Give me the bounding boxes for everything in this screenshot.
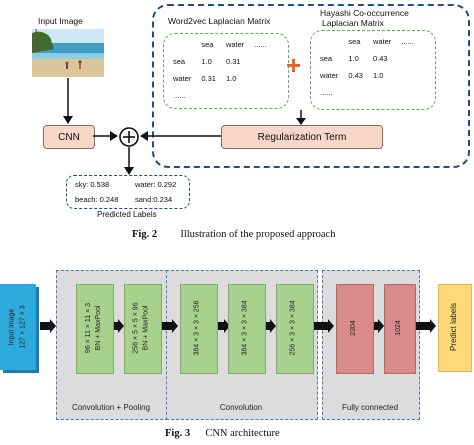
- matrix-cell: sea: [201, 40, 214, 49]
- prediction-sky: sky: 0.538: [75, 180, 110, 189]
- matrix-cell: [368, 84, 396, 101]
- sum-circle-icon: [119, 127, 139, 147]
- prediction-beach: beach: 0.248: [75, 195, 119, 204]
- predict-labels-text: Predict labels: [449, 302, 458, 352]
- matrix-cell: [396, 84, 419, 101]
- fig2-caption-number: Fig. 2: [132, 229, 158, 240]
- matrix-cell: water: [372, 37, 392, 46]
- matrix-cell: 0.43: [348, 71, 363, 80]
- matrix-cell: 0.31: [225, 57, 241, 66]
- matrix-cell: [249, 87, 272, 104]
- conv-block-1-ops: BN + MaxPool: [95, 305, 102, 351]
- matrix-cell: water: [173, 74, 192, 83]
- conv-block-2-ops: BN + MaxPool: [143, 305, 150, 351]
- arrow-cnn-to-plus: [93, 131, 118, 141]
- arrow-matrices-to-reg: [296, 110, 306, 125]
- matrix-cell: [315, 33, 343, 50]
- predict-labels-block-label: Predict labels: [438, 284, 470, 370]
- arrow-reg-to-plus: [140, 131, 221, 141]
- matrix-cell: [221, 87, 249, 104]
- matrix-cell: sea: [320, 54, 333, 63]
- fc-block-1: [336, 284, 374, 374]
- matrix-cell: 0.43: [372, 54, 388, 63]
- word2vec-title: Word2vec Laplacian Matrix: [168, 16, 271, 26]
- hayashi-title-line1: Hayashi Co-occurrence: [320, 8, 409, 18]
- fig3-caption-number: Fig. 3: [165, 428, 191, 439]
- matrix-cell: [249, 53, 272, 70]
- arrow-image-to-cnn: [63, 78, 73, 124]
- conv-block-1-dims: 96 × 11 × 11 × 3: [85, 302, 92, 354]
- fig2-caption-text: Illustration of the proposed approach: [180, 229, 336, 240]
- word2vec-matrix: sea water ...... sea 1.0 0.31 water 0.31…: [163, 33, 289, 109]
- arrow-plus-to-predictions: [124, 147, 134, 175]
- matrix-cell: water: [225, 40, 245, 49]
- matrix-cell: 1.0: [348, 54, 359, 63]
- input-beach-image: [32, 29, 104, 77]
- predict-labels-block: [438, 284, 472, 372]
- regularization-label: Regularization Term: [257, 131, 347, 143]
- conv-block-2: [124, 284, 162, 374]
- matrix-cell: [396, 67, 419, 84]
- matrices-dashed-group: [152, 4, 470, 168]
- matrix-cell: 1.0: [372, 71, 384, 80]
- cnn-box: CNN: [43, 125, 95, 149]
- orange-plus-icon: +: [286, 50, 302, 80]
- conv-block-2-dims: 256 × 5 × 5 × 96: [133, 302, 140, 354]
- conv-block-3: [180, 284, 218, 374]
- fc-block-2-label: 1024: [384, 284, 414, 372]
- hayashi-title-line2: Laplacian Matrix: [322, 18, 384, 28]
- matrix-cell: 1.0: [225, 74, 237, 83]
- input-image-label: Input Image: [38, 16, 83, 26]
- matrix-cell: [196, 87, 221, 104]
- matrix-cell: ......: [320, 88, 333, 97]
- matrix-cell: sea: [348, 37, 361, 46]
- matrix-cell: 1.0: [201, 57, 212, 66]
- matrix-cell: water: [320, 71, 339, 80]
- matrix-cell: sea: [173, 57, 186, 66]
- conv-block-4-label: 384 × 3 × 3 × 384: [228, 284, 264, 372]
- fc-block-2: [384, 284, 416, 374]
- prediction-sand: sand:0.234: [135, 195, 173, 204]
- fc-block-1-label: 2304: [336, 284, 372, 372]
- group-label-conv: Convolution: [219, 403, 263, 412]
- fig3-caption: Fig. 3 CNN architecture: [165, 428, 280, 439]
- fc-block-2-size: 1024: [394, 320, 402, 336]
- conv-block-1: [76, 284, 114, 374]
- conv-block-3-dims: 384 × 3 × 3 × 256: [194, 300, 202, 356]
- matrix-cell: [249, 70, 272, 87]
- matrix-cell: ......: [254, 40, 267, 49]
- matrix-cell: [168, 36, 196, 53]
- fig3-caption-text: CNN architecture: [205, 428, 280, 439]
- conv-block-5-label: 256 × 3 × 3 × 384: [276, 284, 312, 372]
- group-label-conv-pool: Convolution + Pooling: [71, 403, 151, 412]
- conv-block-4-dims: 384 × 3 × 3 × 384: [242, 300, 250, 356]
- predictions-box: sky: 0.538 water: 0.292 beach: 0.248 san…: [66, 175, 190, 209]
- matrix-cell: [396, 50, 419, 67]
- group-label-fc: Fully connected: [341, 403, 399, 412]
- conv-block-3-label: 384 × 3 × 3 × 256: [180, 284, 216, 372]
- prediction-water: water: 0.292: [135, 180, 177, 189]
- conv-block-5-dims: 256 × 3 × 3 × 384: [290, 300, 298, 356]
- matrix-cell: 0.31: [201, 74, 216, 83]
- conv-block-4: [228, 284, 266, 374]
- matrix-cell: ......: [401, 37, 414, 46]
- predicted-labels-caption: Predicted Labels: [97, 210, 157, 219]
- cnn-label: CNN: [58, 131, 80, 143]
- matrix-cell: ......: [173, 91, 186, 100]
- cnn-flow-arrows: [40, 319, 436, 333]
- regularization-term-box: Regularization Term: [221, 125, 383, 149]
- input-image-block: [0, 284, 36, 370]
- fig2-caption: Fig. 2 Illustration of the proposed appr…: [132, 229, 335, 240]
- conv-block-5: [276, 284, 314, 374]
- hayashi-matrix: sea water ...... sea 1.0 0.43 water 0.43…: [310, 30, 436, 110]
- fc-block-1-size: 2304: [349, 320, 357, 336]
- matrix-cell: [343, 84, 368, 101]
